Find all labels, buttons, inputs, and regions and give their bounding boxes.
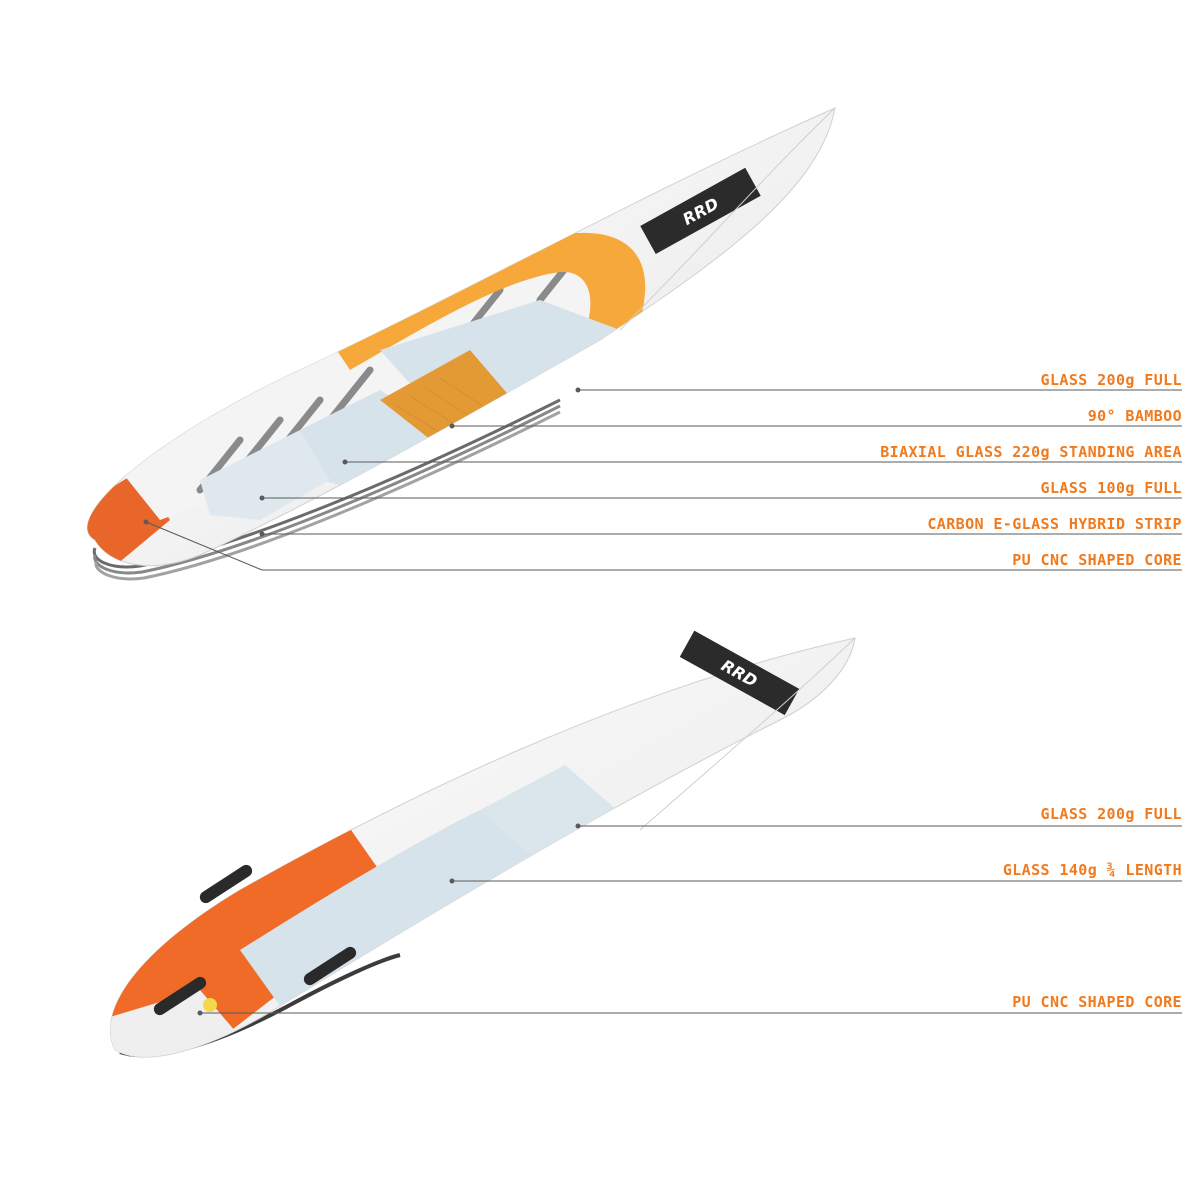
label-top-bamboo: 90° BAMBOO [1087,407,1182,425]
bottom-board: RRD [110,630,856,1058]
label-bottom-glass-200-full: GLASS 200g FULL [1040,805,1182,823]
bottom-leader-lines [200,825,1182,1014]
bottom-leader-dots [197,823,581,1016]
top-leader-dots [143,387,581,537]
label-top-pu-core: PU CNC SHAPED CORE [1012,551,1182,569]
bottom-fin-plug [203,998,217,1012]
bottom-fin-boxes [153,864,357,1016]
label-top-biaxial-glass: BIAXIAL GLASS 220g STANDING AREA [880,443,1182,461]
label-bottom-glass-140: GLASS 140g ¾ LENGTH [1002,861,1182,879]
label-top-glass-200-full: GLASS 200g FULL [1040,371,1182,389]
top-orange-sweep [330,232,646,370]
top-board: RRD [87,107,836,581]
label-top-carbon-strip: CARBON E-GLASS HYBRID STRIP [927,515,1182,533]
label-top-glass-100-full: GLASS 100g FULL [1040,479,1182,497]
top-leader-lines [145,389,1182,571]
label-bottom-pu-core: PU CNC SHAPED CORE [1012,993,1182,1011]
